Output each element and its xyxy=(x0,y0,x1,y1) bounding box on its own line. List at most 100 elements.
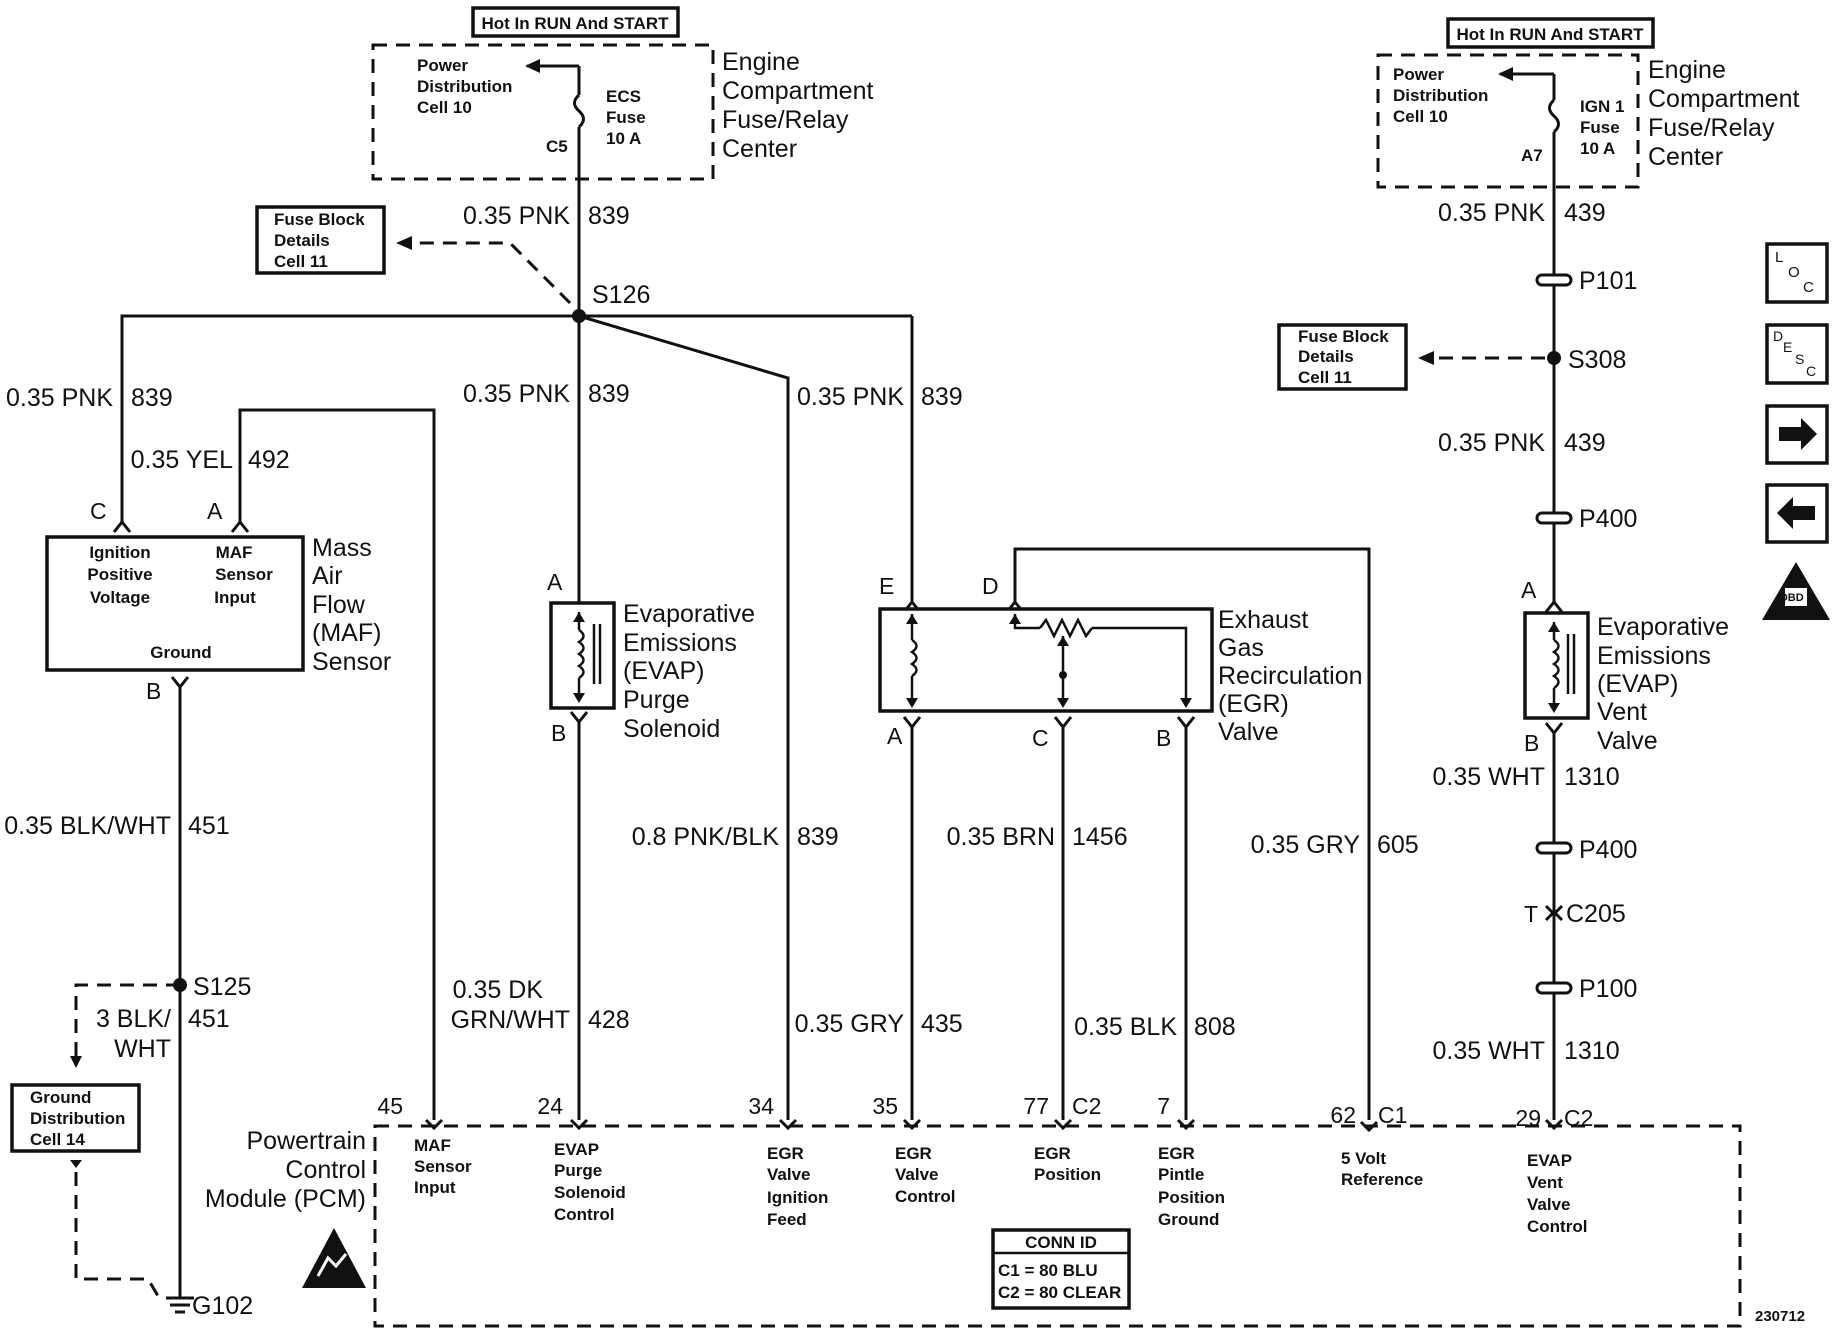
pcm-terminal-77: 77 C2 EGR Position xyxy=(1023,1093,1101,1184)
fuse-center-dashed-box xyxy=(1376,53,1640,189)
wire-839-maf xyxy=(120,314,912,522)
egr-name: Valve xyxy=(1218,718,1279,746)
fuse-label: 10 A xyxy=(606,129,641,148)
passthrough-label: P400 xyxy=(1579,505,1637,533)
wire-gauge-label: 0.35 BRN xyxy=(947,823,1055,851)
pcm-terminal-label: Position xyxy=(1158,1188,1225,1207)
pcm-terminal-label: EGR xyxy=(1034,1144,1071,1163)
wire-gauge-label: 0.35 WHT xyxy=(1432,763,1545,791)
wire-circuit-label: 439 xyxy=(1564,199,1606,227)
egr-pin-e: E xyxy=(879,573,894,599)
maf-name: Flow xyxy=(312,591,366,619)
fuse-block-label: Details xyxy=(1298,347,1354,366)
wire-gauge-label: WHT xyxy=(114,1035,171,1063)
pcm-pin-number: 24 xyxy=(537,1093,563,1119)
maf-label: Ground xyxy=(150,643,211,662)
egr-box xyxy=(878,607,1214,713)
coil-icon xyxy=(576,628,585,680)
fuse-icon xyxy=(573,93,585,129)
wire-circuit-label: 428 xyxy=(588,1006,630,1034)
connector-female-icon xyxy=(230,519,250,533)
previous-arrow-button[interactable] xyxy=(1765,483,1829,544)
wire-gauge-label: 0.35 WHT xyxy=(1432,1037,1545,1065)
pcm-terminal-label: Input xyxy=(414,1178,456,1197)
evap-vent-valve: A Evaporative Emissions (EVAP) Vent Valv… xyxy=(1521,577,1729,756)
connector-male-icon xyxy=(569,1118,589,1131)
connector-male-icon xyxy=(424,1118,444,1131)
ground-dist-label: Cell 14 xyxy=(30,1130,85,1149)
wire-gauge-label: 0.35 PNK xyxy=(6,384,113,412)
fuse-block-label: Fuse Block xyxy=(1298,327,1389,346)
center-label: Compartment xyxy=(722,77,873,105)
fuse-label: Fuse xyxy=(606,108,646,127)
next-arrow-button[interactable] xyxy=(1765,404,1829,465)
connector-c205-label: C205 xyxy=(1566,900,1626,928)
pcm-terminal-label: Ground xyxy=(1158,1210,1219,1229)
fuse-block-details-right: Fuse Block Details Cell 11 xyxy=(1277,323,1545,391)
pcm-terminal-label: Position xyxy=(1034,1165,1101,1184)
arrow-left-icon xyxy=(1418,351,1434,365)
center-label: Engine xyxy=(1648,56,1726,84)
loc-letter: L xyxy=(1775,249,1783,266)
ground-g102: G102 xyxy=(166,1292,253,1320)
pcm-pin-number: 7 xyxy=(1157,1093,1170,1119)
connector-male-icon xyxy=(1176,1118,1196,1131)
pcm-terminal-label: Valve xyxy=(1527,1195,1571,1214)
connector-male-icon xyxy=(902,716,922,730)
passthrough-p101: P101 xyxy=(1535,267,1637,295)
power-dist-label: Distribution xyxy=(417,77,512,96)
desc-letter: E xyxy=(1783,339,1792,355)
egr-pin-c: C xyxy=(1032,725,1049,751)
desc-letter: D xyxy=(1773,328,1783,344)
maf-pin-b: B xyxy=(146,678,161,704)
location-icon-button[interactable]: L O C xyxy=(1765,242,1829,304)
wire-circuit-label: 605 xyxy=(1377,831,1419,859)
evap-purge-name: (EVAP) xyxy=(623,657,705,685)
splice-s308-label: S308 xyxy=(1568,346,1626,374)
wire-gauge-label: 0.35 GRY xyxy=(1251,831,1361,859)
splice-s125-label: S125 xyxy=(193,973,251,1001)
description-icon-button[interactable]: D E S C xyxy=(1765,323,1829,385)
pcm-terminal-label: Vent xyxy=(1527,1173,1563,1192)
fuse-label: ECS xyxy=(606,87,641,106)
connector-male-icon xyxy=(1176,716,1196,730)
pcm-terminal-34: 34 EGR Valve Ignition Feed xyxy=(748,1093,828,1229)
egr-pin-b: B xyxy=(1156,725,1171,751)
pcm-terminal-label: 5 Volt xyxy=(1341,1149,1386,1168)
loc-letter: C xyxy=(1803,279,1814,296)
pcm-terminal-24: 24 EVAP Purge Solenoid Control xyxy=(537,1093,625,1224)
ground-dist-label: Ground xyxy=(30,1088,91,1107)
wire-circuit-label: 839 xyxy=(131,384,173,412)
center-label: Compartment xyxy=(1648,85,1799,113)
fuse-label: Fuse xyxy=(1580,118,1620,137)
figure-number: 230712 xyxy=(1755,1308,1805,1325)
desc-letter: C xyxy=(1806,363,1816,379)
connector-male-icon xyxy=(170,676,190,690)
evap-vent-name: Vent xyxy=(1597,698,1647,726)
evap-purge-pin-a: A xyxy=(547,569,563,595)
conn-id-line: C1 = 80 BLU xyxy=(998,1261,1098,1280)
evap-purge-solenoid: A Evaporative Emissions (EVAP) Purge Sol… xyxy=(547,569,755,746)
maf-label: Voltage xyxy=(90,588,150,607)
passthrough-label: P100 xyxy=(1579,975,1637,1003)
wire-605-5v-ref xyxy=(1013,547,1371,1120)
maf-name: Air xyxy=(312,562,343,590)
pcm-terminal-label: EVAP xyxy=(554,1140,599,1159)
wire-gauge-label: 0.8 PNK/BLK xyxy=(632,823,780,851)
egr-pin-a: A xyxy=(887,723,903,749)
desc-letter: S xyxy=(1795,351,1804,367)
pcm-terminal-label: EGR xyxy=(767,1144,804,1163)
power-dist-label: Power xyxy=(1393,65,1444,84)
pcm: Powertrain Control Module (PCM) 45 MAF S… xyxy=(205,1093,1742,1328)
fuse-label: IGN 1 xyxy=(1580,97,1624,116)
power-dist-label: Cell 10 xyxy=(1393,107,1448,126)
evap-vent-name: (EVAP) xyxy=(1597,670,1679,698)
egr-name: Recirculation xyxy=(1218,662,1363,690)
connector-female-icon xyxy=(112,519,132,533)
egr-name: Exhaust xyxy=(1218,606,1308,634)
wire-gauge-label: 0.35 PNK xyxy=(1438,199,1545,227)
connector-female-icon xyxy=(1544,599,1564,613)
maf-label: Input xyxy=(214,588,256,607)
pcm-terminal-7: 7 EGR Pintle Position Ground xyxy=(1157,1093,1225,1229)
